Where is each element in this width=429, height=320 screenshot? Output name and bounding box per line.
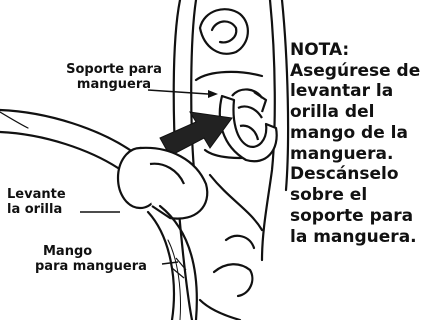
label-hose-handle-line2: para manguera <box>35 258 147 274</box>
hose-handle <box>146 204 198 320</box>
label-lift-edge-line1: Levante <box>7 187 66 202</box>
note-line: soporte para <box>290 205 414 226</box>
label-hose-support-line1: Soporte para <box>66 62 162 77</box>
note-line: la manguera. <box>290 226 417 247</box>
note-line: mango de la <box>290 122 408 143</box>
vacuum-body <box>172 0 290 320</box>
label-hose-support: Soporte para manguera <box>62 62 166 93</box>
note-line: Asegúrese de <box>290 60 421 81</box>
leader-lines <box>80 89 218 279</box>
note-title: NOTA: <box>290 40 350 60</box>
hose-support-clip <box>218 88 278 163</box>
note-line: Descánselo <box>290 164 399 185</box>
note-line: manguera. <box>290 143 394 164</box>
note-line: sobre el <box>290 185 368 206</box>
note-block: NOTA: Asegúrese de levantar la orilla de… <box>290 40 420 247</box>
hose-handle-collar <box>116 146 209 220</box>
label-lift-edge: Levante la orilla <box>7 187 66 218</box>
label-hose-handle: Mango para manguera <box>35 244 147 275</box>
label-lift-edge-line2: la orilla <box>7 201 63 217</box>
label-hose-handle-line1: Mango <box>43 244 93 259</box>
note-line: levantar la <box>290 81 394 102</box>
direction-arrow <box>159 111 233 157</box>
label-hose-support-line2: manguera <box>76 76 152 92</box>
hose <box>0 108 132 170</box>
note-line: orilla del <box>290 102 375 123</box>
